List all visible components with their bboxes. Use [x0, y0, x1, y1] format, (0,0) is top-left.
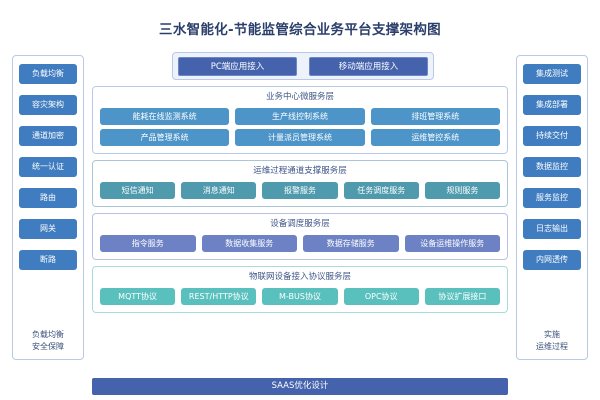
left-sidebar-caption-line2: 安全保障 [32, 342, 64, 351]
node-rest-http-protocol[interactable]: REST/HTTP协议 [181, 288, 257, 305]
layer-row: 能耗在线监测系统 生产线控制系统 排班管理系统 [100, 108, 500, 125]
node-task-scheduling-service[interactable]: 任务调度服务 [343, 182, 419, 199]
node-message-notification[interactable]: 消息通知 [181, 182, 257, 199]
sidebar-item-circuit-breaker[interactable]: 断路 [19, 250, 77, 270]
access-button-mobile[interactable]: 移动端应用接入 [309, 56, 428, 76]
layer-stack: 业务中心微服务层 能耗在线监测系统 生产线控制系统 排班管理系统 产品管理系统 … [92, 86, 508, 319]
layer-title-business-center: 业务中心微服务层 [265, 92, 334, 102]
sidebar-item-log-output[interactable]: 日志输出 [523, 219, 581, 239]
layer-row: 指令服务 数据收集服务 数据存储服务 设备运维操作服务 [100, 235, 500, 252]
right-sidebar-column: 集成测试 集成部署 持续交付 数据监控 服务监控 日志输出 内网透传 实施 运维… [516, 55, 588, 360]
page-title: 三水智能化-节能监管综合业务平台支撑架构图 [159, 22, 441, 38]
layer-device-scheduling: 设备调度服务层 指令服务 数据收集服务 数据存储服务 设备运维操作服务 [92, 213, 508, 260]
layer-title-device-scheduling: 设备调度服务层 [270, 219, 330, 229]
sidebar-item-load-balance[interactable]: 负载均衡 [19, 64, 77, 84]
sidebar-item-data-monitoring[interactable]: 数据监控 [523, 157, 581, 177]
bottom-bar-saas: SAAS优化设计 [92, 378, 508, 395]
node-protocol-extension-interface[interactable]: 协议扩展接口 [424, 288, 501, 305]
node-command-service[interactable]: 指令服务 [100, 235, 196, 252]
sidebar-item-continuous-delivery[interactable]: 持续交付 [523, 126, 581, 146]
node-product-management[interactable]: 产品管理系统 [100, 129, 230, 146]
layer-title-ops-channel: 运维过程通道支撑服务层 [253, 166, 347, 176]
left-sidebar-column: 负载均衡 容灾架构 通道加密 统一认证 路由 网关 断路 负载均衡 安全保障 [12, 55, 84, 360]
left-sidebar-caption-line1: 负载均衡 [32, 330, 64, 339]
sidebar-item-disaster-recovery[interactable]: 容灾架构 [19, 95, 77, 115]
sidebar-item-service-monitoring[interactable]: 服务监控 [523, 188, 581, 208]
node-metering-staff-management[interactable]: 计量派员管理系统 [235, 129, 365, 146]
sidebar-item-unified-auth[interactable]: 统一认证 [19, 157, 77, 177]
node-mqtt-protocol[interactable]: MQTT协议 [100, 288, 176, 305]
layer-row: 产品管理系统 计量派员管理系统 运维管控系统 [100, 129, 500, 146]
node-alarm-service[interactable]: 报警服务 [262, 182, 338, 199]
sidebar-item-intranet-passthrough[interactable]: 内网透传 [523, 250, 581, 270]
layer-row: MQTT协议 REST/HTTP协议 M-BUS协议 OPC协议 协议扩展接口 [100, 288, 501, 305]
node-opc-protocol[interactable]: OPC协议 [343, 288, 419, 305]
layer-row: 短信通知 消息通知 报警服务 任务调度服务 规则服务 [100, 182, 501, 199]
node-device-ops-service[interactable]: 设备运维操作服务 [404, 235, 500, 252]
top-access-bar: PC端应用接入 移动端应用接入 [172, 52, 434, 80]
left-sidebar-caption: 负载均衡 安全保障 [13, 329, 83, 353]
layer-business-center: 业务中心微服务层 能耗在线监测系统 生产线控制系统 排班管理系统 产品管理系统 … [92, 86, 508, 154]
sidebar-item-routing[interactable]: 路由 [19, 188, 77, 208]
node-shift-management[interactable]: 排班管理系统 [370, 108, 500, 125]
right-sidebar-caption-line2: 运维过程 [536, 342, 568, 351]
access-button-pc[interactable]: PC端应用接入 [178, 56, 297, 76]
sidebar-item-gateway[interactable]: 网关 [19, 219, 77, 239]
sidebar-item-integration-deploy[interactable]: 集成部署 [523, 95, 581, 115]
node-mbus-protocol[interactable]: M-BUS协议 [262, 288, 338, 305]
right-sidebar-caption: 实施 运维过程 [517, 329, 587, 353]
layer-ops-channel: 运维过程通道支撑服务层 短信通知 消息通知 报警服务 任务调度服务 规则服务 [92, 160, 508, 207]
node-sms-notification[interactable]: 短信通知 [100, 182, 176, 199]
node-energy-monitoring[interactable]: 能耗在线监测系统 [100, 108, 230, 125]
node-rule-service[interactable]: 规则服务 [424, 182, 501, 199]
sidebar-item-integration-test[interactable]: 集成测试 [523, 64, 581, 84]
sidebar-item-channel-encryption[interactable]: 通道加密 [19, 126, 77, 146]
layer-title-iot-protocol: 物联网设备接入协议服务层 [248, 272, 351, 282]
node-ops-control[interactable]: 运维管控系统 [370, 129, 500, 146]
layer-iot-protocol: 物联网设备接入协议服务层 MQTT协议 REST/HTTP协议 M-BUS协议 … [92, 266, 508, 313]
right-sidebar-caption-line1: 实施 [544, 330, 560, 339]
node-production-line-control[interactable]: 生产线控制系统 [235, 108, 365, 125]
node-data-collection-service[interactable]: 数据收集服务 [201, 235, 297, 252]
node-data-storage-service[interactable]: 数据存储服务 [303, 235, 399, 252]
